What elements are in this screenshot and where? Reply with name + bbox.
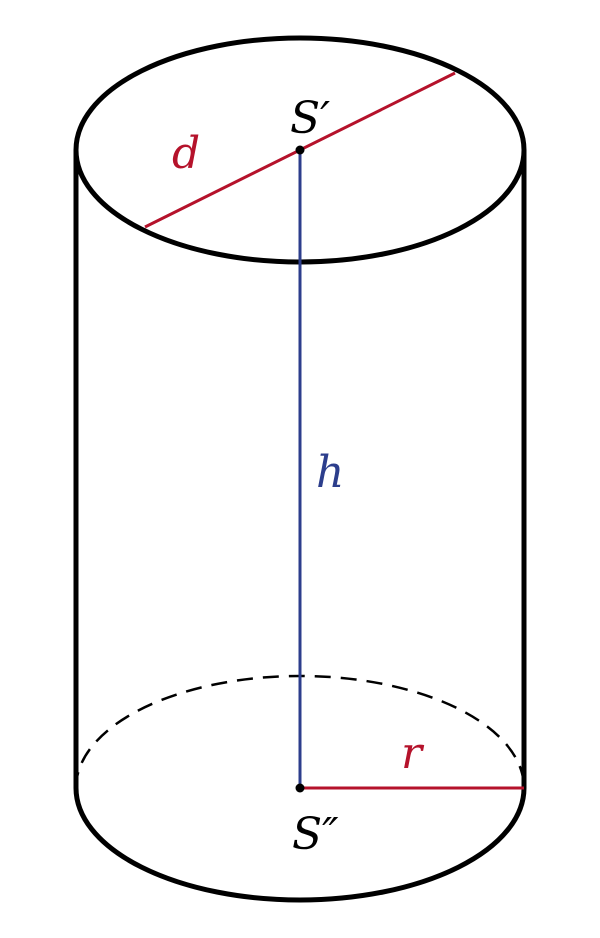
diameter-label: d xyxy=(172,128,200,179)
top-center-label: S′ xyxy=(290,93,330,144)
bottom-base-front-arc xyxy=(73,787,527,903)
height-label: h xyxy=(316,447,344,498)
radius-label: r xyxy=(401,728,425,779)
bottom-center-point xyxy=(295,783,305,793)
bottom-center-label: S″ xyxy=(292,809,339,860)
top-center-point xyxy=(295,145,305,155)
